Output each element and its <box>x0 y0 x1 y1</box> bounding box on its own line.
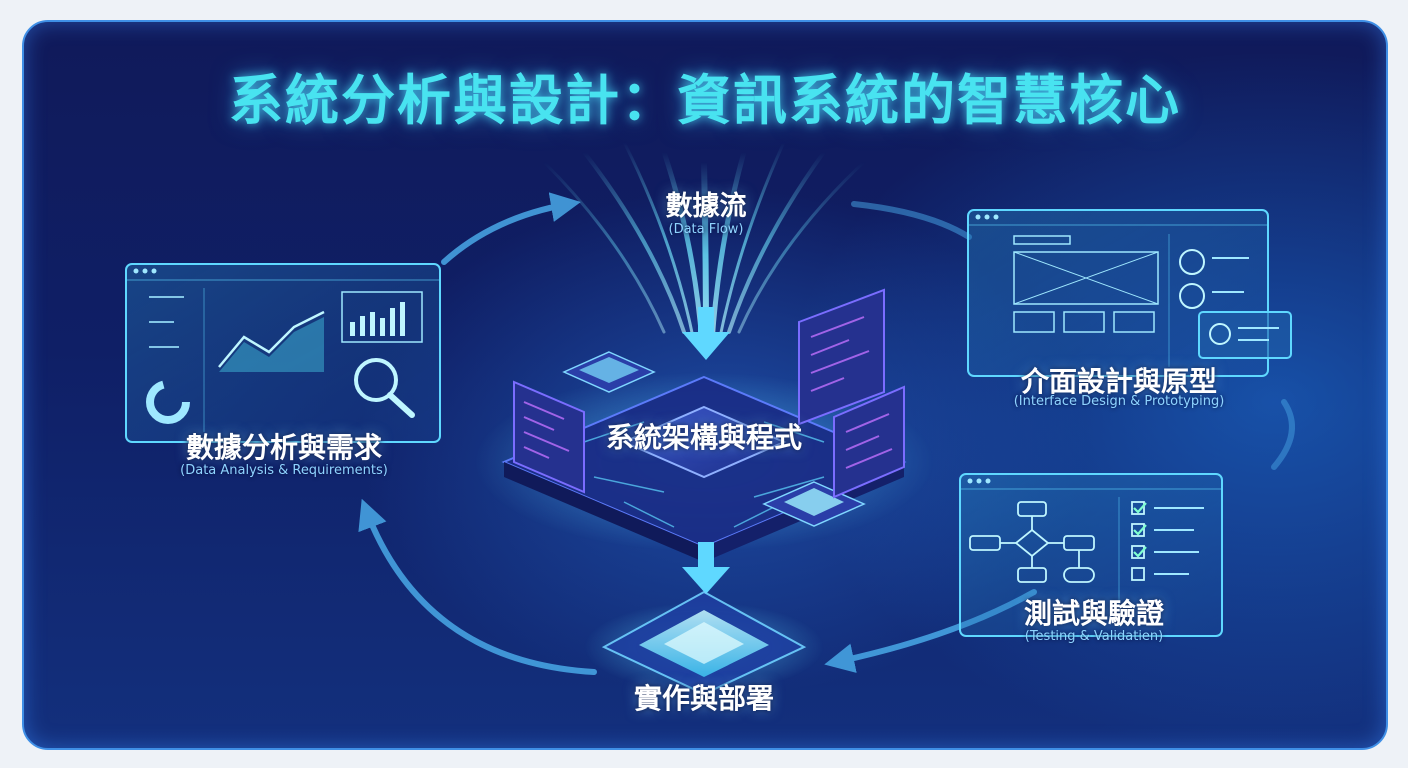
down-arrow-flow <box>682 307 730 360</box>
node-interface-sub: (Interface Design & Prototyping) <box>1013 394 1225 409</box>
node-testing-label: 測試與驗證 <box>1023 597 1164 630</box>
deploy-platform-chip-icon <box>584 590 824 696</box>
arrow-deploy-to-analysis <box>358 498 597 675</box>
wireframe-window-icon <box>967 209 1292 377</box>
node-testing-sub: (Testing & Validatien) <box>1024 629 1164 644</box>
down-arrow-deploy <box>682 542 730 594</box>
node-data-flow-label: 數據流 <box>665 191 747 222</box>
dashboard-window-icon <box>125 263 441 443</box>
arrow-flow-to-interface <box>851 201 972 240</box>
magnifier-icon <box>354 358 415 418</box>
node-analysis-label: 數據分析與需求 <box>185 431 382 464</box>
arrow-analysis-to-flow <box>441 192 581 265</box>
diagram-canvas <box>125 140 1295 696</box>
node-architecture-label: 系統架構與程式 <box>605 421 802 454</box>
diagram-frame: 系統分析與設計：資訊系統的智慧核心 數據流 (Data Flow) 數據分析與需… <box>22 20 1388 750</box>
page-title: 系統分析與設計：資訊系統的智慧核心 <box>229 69 1181 132</box>
node-analysis-sub: (Data Analysis & Requirements) <box>180 463 388 478</box>
node-data-flow-sub: (Data Flow) <box>668 222 744 237</box>
flowchart-checklist-window-icon <box>959 473 1223 637</box>
node-deploy-label: 實作與部署 <box>633 682 774 715</box>
node-interface-label: 介面設計與原型 <box>1020 365 1217 398</box>
processor-chip-icon <box>474 288 934 562</box>
arrow-interface-to-testing <box>1271 399 1295 470</box>
code-screens <box>513 288 905 499</box>
